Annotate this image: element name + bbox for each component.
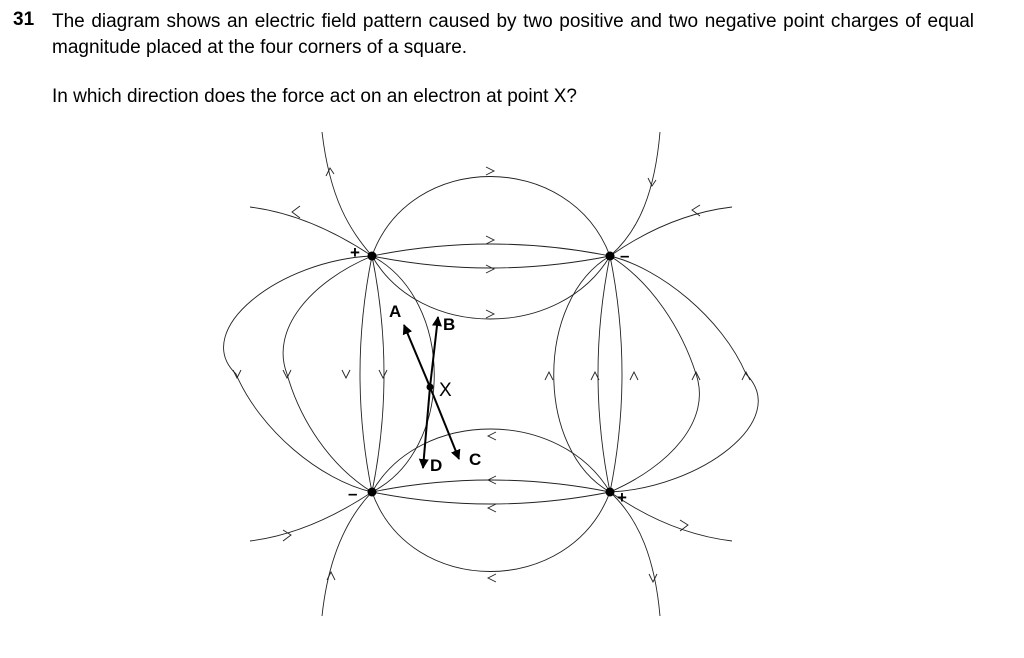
charge-bottom-right bbox=[605, 487, 615, 497]
arrow-a bbox=[402, 324, 431, 388]
field-line bbox=[371, 479, 611, 493]
charge-sign-top-left: + bbox=[350, 243, 360, 262]
option-d-label: D bbox=[430, 456, 442, 475]
field-line bbox=[371, 255, 611, 320]
charge-sign-top-right: – bbox=[620, 246, 629, 265]
field-line bbox=[371, 255, 385, 493]
field-line bbox=[321, 131, 373, 257]
field-line bbox=[609, 491, 733, 542]
point-x-label: X bbox=[439, 380, 452, 401]
field-line bbox=[371, 255, 611, 269]
arrow-d bbox=[418, 386, 431, 469]
option-a-label: A bbox=[389, 302, 401, 321]
option-b-label: B bbox=[443, 315, 455, 334]
field-line bbox=[249, 206, 373, 257]
charge-sign-bottom-right: + bbox=[617, 488, 627, 507]
question-number: 31 bbox=[13, 9, 35, 30]
field-line bbox=[609, 255, 700, 493]
charge-top-left bbox=[367, 251, 377, 261]
field-line bbox=[371, 491, 611, 572]
field-line bbox=[609, 131, 661, 257]
field-line bbox=[371, 243, 611, 257]
field-line bbox=[609, 491, 661, 617]
question-prompt: In which direction does the force act on… bbox=[52, 86, 577, 107]
field-line bbox=[321, 491, 373, 617]
field-line bbox=[609, 255, 759, 493]
field-line bbox=[371, 255, 435, 493]
field-line bbox=[223, 255, 373, 493]
field-line bbox=[249, 491, 373, 542]
field-line bbox=[609, 206, 733, 257]
field-line bbox=[359, 255, 373, 493]
answer-option-arrows bbox=[402, 316, 461, 469]
charge-bottom-left bbox=[367, 487, 377, 497]
direction-arrowheads bbox=[232, 166, 751, 584]
field-line bbox=[371, 428, 611, 493]
arrow-c bbox=[429, 386, 461, 460]
arrow-b bbox=[429, 316, 442, 388]
field-line bbox=[609, 255, 623, 493]
field-line bbox=[282, 255, 373, 493]
field-line bbox=[597, 255, 611, 493]
field-lines bbox=[223, 131, 759, 617]
charge-top-right bbox=[605, 251, 615, 261]
field-line bbox=[371, 491, 611, 505]
field-line bbox=[371, 176, 611, 257]
charge-sign-bottom-left: – bbox=[348, 484, 357, 503]
diagram-labels: + – – + X A B C D bbox=[348, 243, 629, 507]
field-line bbox=[553, 255, 611, 493]
option-c-label: C bbox=[469, 450, 481, 469]
question-text: The diagram shows an electric field patt… bbox=[52, 11, 974, 58]
